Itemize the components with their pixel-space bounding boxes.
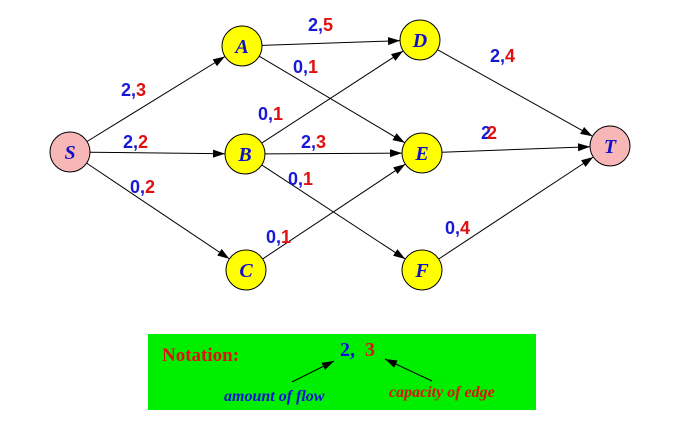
edge-C-E bbox=[262, 163, 406, 260]
node-label-T: T bbox=[604, 136, 617, 158]
edge-flow-B-E: 2, bbox=[301, 132, 316, 152]
node-circle-T bbox=[589, 125, 631, 167]
node-circle-C bbox=[225, 249, 267, 291]
edge-label-A-E: 0,1 bbox=[293, 57, 318, 77]
edge-S-C bbox=[86, 162, 230, 260]
edge-A-E bbox=[258, 55, 406, 144]
node-E: E bbox=[401, 132, 443, 174]
edge-E-T bbox=[441, 143, 591, 153]
edge-capacity-A-E: 1 bbox=[308, 57, 318, 77]
legend-capacity-caption: capacity of edge bbox=[389, 384, 495, 401]
node-label-S: S bbox=[64, 142, 75, 164]
legend-example-flow: 2, bbox=[340, 339, 355, 361]
node-circle-D bbox=[399, 19, 441, 61]
node-F: F bbox=[401, 249, 443, 291]
edge-flow-A-E: 0, bbox=[293, 57, 308, 77]
edge-capacity-S-B: 2 bbox=[138, 132, 148, 152]
edge-label-E-T: 22 bbox=[481, 123, 497, 143]
edge-S-A bbox=[86, 56, 226, 142]
edge-label-B-F: 0,1 bbox=[288, 169, 313, 189]
edge-label-B-D: 0,1 bbox=[258, 104, 283, 124]
edge-B-D bbox=[261, 50, 404, 144]
edge-flow-A-D: 2, bbox=[308, 15, 323, 35]
edge-capacity-B-E: 3 bbox=[316, 132, 326, 152]
node-label-E: E bbox=[414, 143, 428, 165]
node-label-A: A bbox=[233, 36, 248, 58]
node-circle-A bbox=[221, 25, 263, 67]
edge-flow-F-T: 0, bbox=[445, 218, 460, 238]
edge-label-C-E: 0,1 bbox=[266, 227, 291, 247]
edge-capacity-B-F: 1 bbox=[303, 169, 313, 189]
edge-label-S-A: 2,3 bbox=[121, 80, 146, 100]
edge-capacity-A-D: 5 bbox=[323, 15, 333, 35]
node-label-F: F bbox=[414, 260, 429, 282]
edge-flow-S-B: 2, bbox=[123, 132, 138, 152]
edge-D-T bbox=[437, 49, 593, 137]
legend-capacity-pointer bbox=[384, 358, 433, 382]
node-B: B bbox=[224, 133, 266, 175]
edge-A-D bbox=[261, 37, 401, 46]
node-label-C: C bbox=[239, 260, 253, 282]
edge-label-D-T: 2,4 bbox=[490, 46, 515, 66]
edge-capacity-S-C: 2 bbox=[145, 177, 155, 197]
edge-capacity-D-T: 4 bbox=[505, 46, 515, 66]
node-circle-E bbox=[401, 132, 443, 174]
node-circle-F bbox=[401, 249, 443, 291]
edge-B-E bbox=[264, 149, 403, 158]
legend-box bbox=[148, 334, 536, 410]
edge-label-F-T: 0,4 bbox=[445, 218, 470, 238]
edge-label-S-C: 0,2 bbox=[130, 177, 155, 197]
node-label-B: B bbox=[237, 144, 251, 166]
node-A: A bbox=[221, 25, 263, 67]
node-label-D: D bbox=[412, 30, 427, 52]
nodes: S A B C D E F T bbox=[49, 19, 631, 291]
legend-example-capacity: 3 bbox=[365, 339, 375, 361]
edge-F-T bbox=[438, 156, 594, 260]
notation-legend: Notation: 2, 3 amount of flow capacity o… bbox=[148, 334, 536, 410]
legend-title: Notation: bbox=[162, 345, 239, 366]
edge-capacity-C-E: 1 bbox=[281, 227, 291, 247]
edge-flow-C-E: 0, bbox=[266, 227, 281, 247]
edge-capacity-E-T: 2 bbox=[487, 123, 497, 143]
edge-label-A-D: 2,5 bbox=[308, 15, 333, 35]
edge-flow-S-C: 0, bbox=[130, 177, 145, 197]
edge-S-B bbox=[89, 149, 226, 158]
edge-label-B-E: 2,3 bbox=[301, 132, 326, 152]
edge-flow-B-D: 0, bbox=[258, 104, 273, 124]
node-T: T bbox=[589, 125, 631, 167]
node-circle-B bbox=[224, 133, 266, 175]
node-C: C bbox=[225, 249, 267, 291]
edge-capacity-S-A: 3 bbox=[136, 80, 146, 100]
node-D: D bbox=[399, 19, 441, 61]
edge-capacity-B-D: 1 bbox=[273, 104, 283, 124]
edge-flow-D-T: 2, bbox=[490, 46, 505, 66]
legend-flow-pointer bbox=[291, 360, 335, 383]
edge-label-S-B: 2,2 bbox=[123, 132, 148, 152]
edge-flow-E-T: 2 bbox=[481, 123, 491, 143]
edge-flow-B-F: 0, bbox=[288, 169, 303, 189]
node-circle-S bbox=[49, 131, 91, 173]
edge-flow-S-A: 2, bbox=[121, 80, 136, 100]
edge-capacity-F-T: 4 bbox=[460, 218, 470, 238]
node-S: S bbox=[49, 131, 91, 173]
legend-flow-caption: amount of flow bbox=[224, 388, 325, 405]
